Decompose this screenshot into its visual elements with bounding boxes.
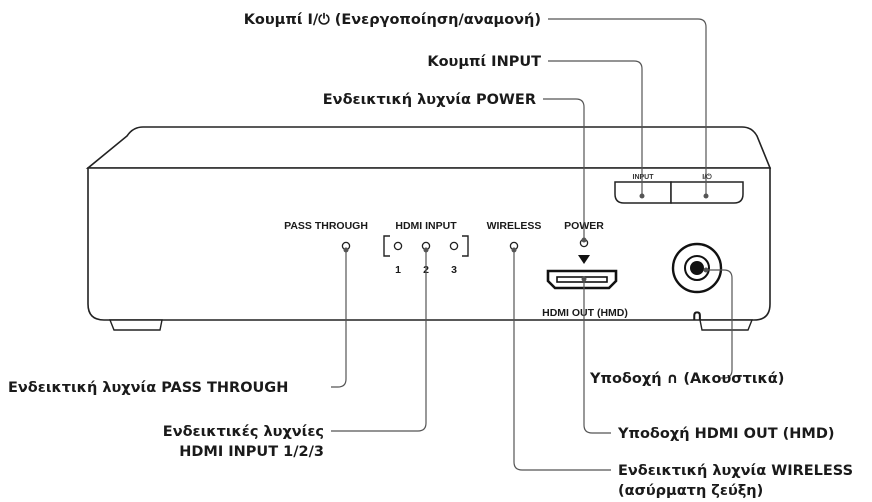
callout-input-button: Κουμπί INPUT: [427, 54, 541, 70]
headphone-jack: [671, 242, 723, 294]
callout-hdmi-out-jack: Υποδοχή HDMI OUT (HMD): [617, 426, 835, 442]
hdmi-out-label: HDMI OUT (HMD): [542, 307, 628, 319]
leader-lines: [331, 18, 733, 471]
device-top-surface: [85, 126, 772, 169]
hdmi-input-bracket-right: [462, 235, 469, 257]
hdmi-input-label: HDMI INPUT: [395, 220, 457, 232]
callout-pass-through-indicator: Ενδεικτική λυχνία PASS THROUGH: [8, 380, 288, 396]
hdmi-input-number-3: 3: [451, 264, 457, 276]
hdmi-out-arrow-icon: [578, 255, 590, 264]
input-button-label: INPUT: [633, 174, 655, 181]
callout-hdmi-input-indicators-line1: Ενδεικτικές λυχνίες: [163, 424, 324, 440]
power-button[interactable]: [670, 181, 744, 204]
callout-wireless-indicator-line1: Ενδεικτική λυχνία WIRELESS: [618, 463, 853, 479]
wireless-label: WIRELESS: [487, 220, 542, 232]
input-button[interactable]: [614, 181, 672, 204]
power-button-label: I/⏻: [702, 173, 712, 181]
callout-power-indicator: Ενδεικτική λυχνία POWER: [323, 92, 536, 108]
hdmi-input-bracket-left: [383, 235, 390, 257]
hdmi-input-led-3: [449, 241, 459, 251]
headphone-icon: ∩: [691, 306, 703, 324]
device-foot-left: [108, 319, 163, 331]
callout-hdmi-input-indicators-line2: HDMI INPUT 1/2/3: [179, 444, 324, 460]
callout-wireless-indicator-line2: (ασύρματη ζεύξη): [618, 483, 763, 499]
device-buttons: INPUT I/⏻: [614, 173, 744, 204]
callout-power-button: Κουμπί I/⏻ (Ενεργοποίηση/αναμονή): [244, 12, 541, 28]
pass-through-label: PASS THROUGH: [284, 220, 368, 232]
hdmi-input-led-1: [393, 241, 403, 251]
device-foot-right: [699, 319, 754, 331]
callout-headphones-jack: Υποδοχή ∩ (Ακουστικά): [589, 371, 784, 387]
hdmi-input-number-1: 1: [395, 264, 401, 276]
